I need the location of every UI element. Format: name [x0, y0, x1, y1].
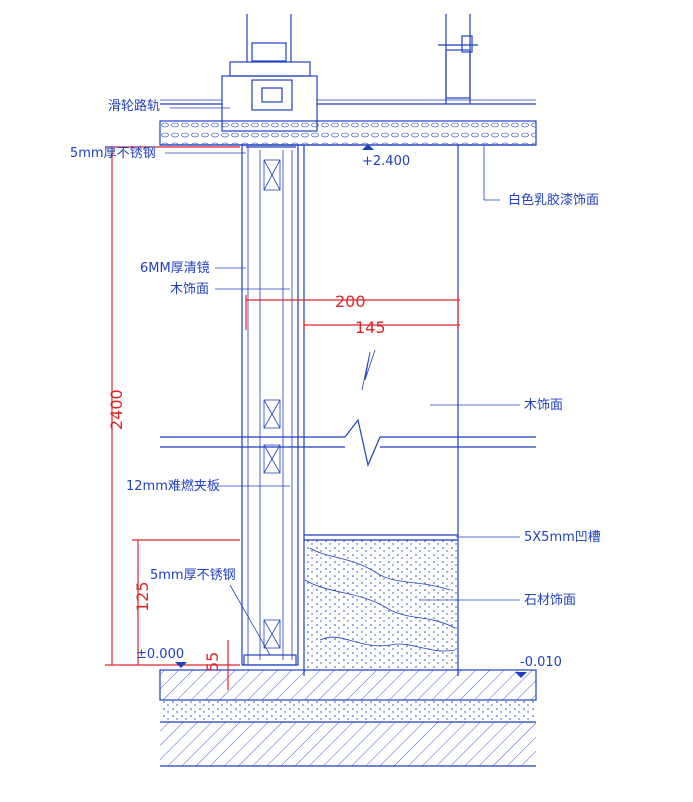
- label-stone-face: 石材饰面: [524, 593, 576, 608]
- label-slide-rail: 滑轮路轨: [108, 98, 160, 114]
- label-wood-face-right: 木饰面: [524, 398, 563, 413]
- dimensions: 200 145 2400 125 55: [105, 146, 460, 690]
- label-mirror: 6MM厚清镜: [140, 261, 210, 276]
- label-steel-top: 5mm厚不锈钢: [70, 146, 156, 161]
- label-elev-top: +2.400: [362, 154, 410, 169]
- label-groove: 5X5mm凹槽: [524, 530, 601, 545]
- break-line: [160, 349, 536, 467]
- dim-55: 55: [203, 652, 222, 672]
- label-wood-face-left: 木饰面: [170, 282, 209, 297]
- ground: [159, 669, 537, 767]
- dim-125: 125: [133, 581, 152, 612]
- ceiling-structure: [160, 14, 536, 132]
- right-wall: [303, 145, 459, 676]
- label-latex-paint: 白色乳胶漆饰面: [508, 192, 599, 208]
- label-steel-bottom: 5mm厚不锈钢: [150, 568, 236, 583]
- label-elev-zero: ±0.000: [136, 647, 184, 662]
- dim-200: 200: [335, 292, 366, 311]
- label-fire-board: 12mm难燃夹板: [126, 478, 220, 494]
- door-panel: [241, 144, 299, 666]
- dim-2400: 2400: [107, 389, 126, 430]
- dim-145: 145: [355, 318, 386, 337]
- leaders: [165, 107, 527, 678]
- label-elev-minus: -0.010: [520, 655, 562, 670]
- ceiling-slab: [159, 120, 537, 146]
